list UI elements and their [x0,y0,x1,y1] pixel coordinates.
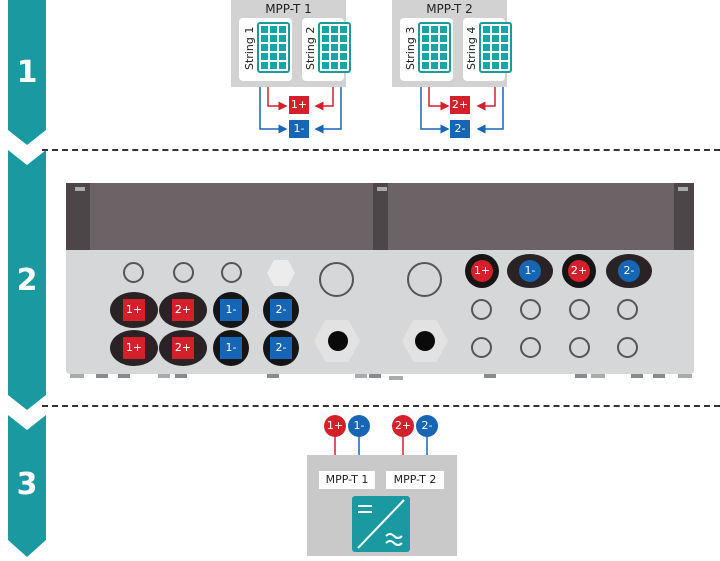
step-2-arrow [8,150,46,410]
connector-label: 1- [519,260,541,282]
inverter-mppt-1-label: MPP-T 1 [319,471,375,489]
solar-panel-icon [318,22,351,73]
lid-hinge-center [373,183,388,250]
large-cable-knockout [407,262,442,297]
string-3-label: String 3 [404,26,417,70]
large-cable-knockout [319,262,354,297]
connector-label: 2- [618,260,640,282]
enclosure-foot [70,374,84,378]
enclosure-foot [631,374,643,378]
connector-label: 1+ [123,299,145,321]
solar-panel-icon [479,22,512,73]
cable-knockout [221,262,242,283]
enclosure-foot [369,374,381,378]
section-divider-1 [42,149,720,151]
mppt-1-title: MPP-T 1 [265,2,312,16]
string-4-label: String 4 [465,26,478,70]
string-2-card: String 2 [302,18,351,81]
string-4-card: String 4 [463,18,512,81]
step-3-number: 3 [16,467,38,502]
mppt-2-positive-terminal: 2+ [450,96,470,114]
string-wiring [259,85,504,134]
string-1-card: String 1 [239,18,292,81]
input-negative-2: 2- [416,415,438,437]
enclosure-foot [118,374,130,378]
section-divider-2 [42,405,720,407]
string-2-label: String 2 [304,26,317,70]
enclosure-foot [575,374,587,378]
input-positive-1: 1+ [324,415,346,437]
enclosure-foot [267,374,279,378]
enclosure-foot [678,374,692,378]
cable-knockout [173,262,194,283]
cable-knockout [617,337,638,358]
step-2-number: 2 [16,263,38,298]
connector-label: 2- [270,337,292,359]
mppt-1-positive-terminal: 1+ [289,96,309,114]
enclosure-foot [175,374,187,378]
lid-latch [75,187,85,191]
cable-knockout [471,299,492,320]
enclosure-foot [389,376,403,380]
input-negative-1: 1- [348,415,370,437]
mppt-1-group: MPP-T 1 String 1 String 2 [231,0,351,87]
cable-knockout [520,337,541,358]
cable-knockout [569,337,590,358]
step-1-arrow [8,0,46,145]
mppt-2-negative-terminal: 2- [450,120,470,138]
connector-label: 1+ [471,260,493,282]
connector-label: 2- [270,299,292,321]
cable-gland-hole [415,331,435,351]
string-3-card: String 3 [400,18,453,81]
mppt-2-group: MPP-T 2 String 3 String 4 [392,0,512,87]
solar-panel-icon [418,22,451,73]
enclosure-foot [355,374,367,378]
step-1-number: 1 [16,55,38,90]
connector-label: 1+ [123,337,145,359]
lid-latch [678,187,688,191]
cable-knockout [123,262,144,283]
cable-gland-hole [328,331,348,351]
lid-hinge-right [674,183,694,250]
mppt-2-title: MPP-T 2 [426,2,473,16]
cable-knockout [520,299,541,320]
enclosure-foot [653,374,665,378]
cable-knockout [617,299,638,320]
enclosure-foot [484,374,496,378]
inverter-box: MPP-T 1 MPP-T 2 [307,455,457,556]
connector-label: 1- [220,337,242,359]
cable-knockout [471,337,492,358]
connector-label: 1- [220,299,242,321]
step-3-arrow [8,415,46,557]
connector-label: 2+ [568,260,590,282]
lid-hinge-left [66,183,90,250]
enclosure-foot [158,374,170,378]
mppt-1-negative-terminal: 1- [289,120,309,138]
connector-label: 2+ [172,299,194,321]
cable-knockout [569,299,590,320]
dc-ac-inverter-icon [352,496,410,552]
input-positive-2: 2+ [392,415,414,437]
inverter-mppt-2-label: MPP-T 2 [386,471,444,489]
enclosure-foot [591,374,605,378]
step-arrows [8,0,46,557]
lid-latch [377,187,387,191]
solar-panel-icon [257,22,290,73]
enclosure-foot [96,374,108,378]
string-1-label: String 1 [243,26,256,70]
connector-label: 2+ [172,337,194,359]
